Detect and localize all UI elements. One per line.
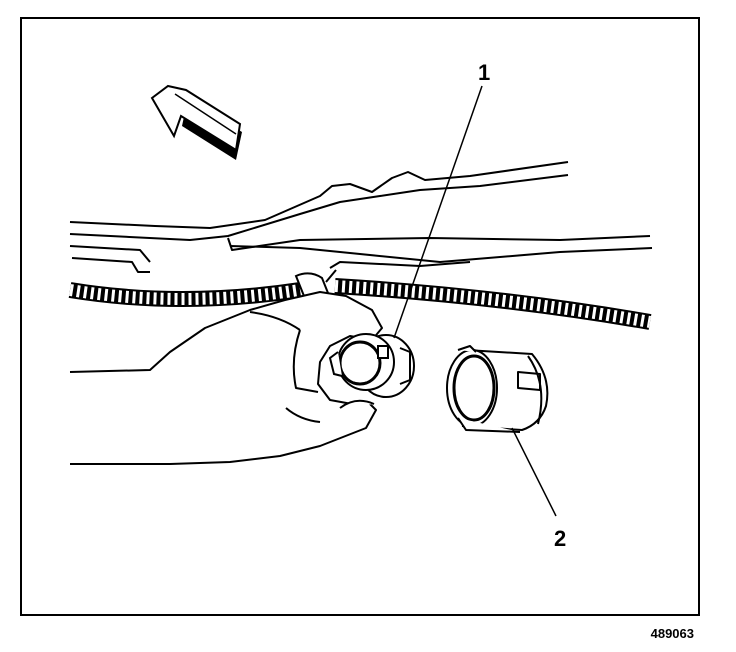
figure-id: 489063	[651, 626, 694, 641]
leader-line-2	[511, 427, 557, 517]
harness-conduit-left-core	[69, 284, 301, 305]
sleeve-part-2	[446, 345, 549, 433]
technician-hand	[69, 291, 383, 465]
connector-part-1	[328, 333, 415, 398]
leader-line-1	[393, 85, 483, 339]
direction-arrow-icon	[150, 84, 242, 160]
callout-label-2: 2	[554, 526, 566, 551]
callout-label-1: 1	[478, 60, 490, 85]
vehicle-body-panel	[69, 161, 653, 283]
harness-conduit-right-core	[334, 280, 652, 328]
